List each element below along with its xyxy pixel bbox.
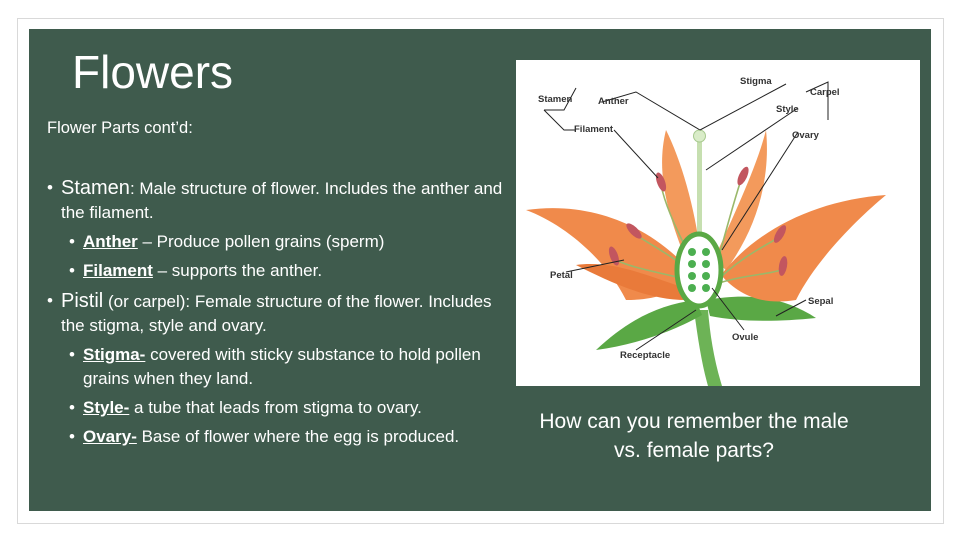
bullet-pistil: • Pistil (or carpel): Female structure o… [47,289,517,338]
label-style: Style [776,104,799,115]
question-text: How can you remember the male vs. female… [539,410,849,462]
label-receptacle: Receptacle [620,350,670,361]
bullet-anther: • Anther – Produce pollen grains (sperm) [47,230,517,254]
bullet-dot: • [69,398,75,417]
bullet-list: • Stamen: Male structure of flower. Incl… [47,176,517,454]
anther-term: Anther [83,232,138,251]
pistil-desc: (or carpel): Female structure of the flo… [61,292,492,335]
slide-title: Flowers [72,46,234,98]
bullet-style: • Style- a tube that leads from stigma t… [47,396,517,420]
stigma-term: Stigma- [83,345,146,364]
bullet-stamen: • Stamen: Male structure of flower. Incl… [47,176,517,225]
stamen-term: Stamen [61,177,130,199]
label-ovule: Ovule [732,332,758,343]
bullet-filament: • Filament – supports the anther. [47,259,517,283]
sepal-left-shape [596,300,702,350]
label-carpel: Carpel [810,87,840,98]
bullet-dot: • [69,261,75,280]
bullet-dot: • [47,178,53,197]
ovary-desc: Base of flower where the egg is produced… [136,427,460,446]
label-petal: Petal [550,270,573,281]
style-shape [697,140,702,240]
bullet-stigma: • Stigma- covered with sticky substance … [47,343,517,391]
slide-subtitle: Flower Parts cont’d: [47,119,193,137]
sepal-right-shape [706,296,816,321]
stem-shape [694,310,722,386]
petal-lower-left-shape [576,264,686,300]
slide: Flowers Flower Parts cont’d: • Stamen: M… [29,29,931,511]
pistil-term: Pistil [61,290,104,312]
bullet-dot: • [69,232,75,251]
petal-right-shape [721,195,886,302]
ovary-term: Ovary- [83,427,137,446]
label-ovary: Ovary [792,130,820,141]
style-term: Style- [83,398,130,417]
anthers [608,166,788,276]
label-anther: Anther [598,96,629,107]
label-stamen: Stamen [538,94,573,105]
label-filament: Filament [574,124,614,135]
label-stigma: Stigma [740,76,772,87]
bullet-dot: • [69,427,75,446]
bullet-dot: • [47,291,53,310]
ovules [688,248,710,292]
leader-lines [543,81,829,351]
stamen-desc: : Male structure of flower. Includes the… [61,179,503,222]
label-sepal: Sepal [808,296,833,307]
ovary-shape [674,231,724,309]
petal-back-right-shape [714,130,767,270]
flower-diagram: Stamen Anther Filament Stigma Carpel Sty… [516,60,920,386]
anther-desc: – Produce pollen grains (sperm) [137,232,385,251]
style-desc: a tube that leads from stigma to ovary. [129,398,422,417]
flower-diagram-svg: Stamen Anther Filament Stigma Carpel Sty… [526,76,886,386]
bullet-dot: • [69,345,75,364]
stigma-shape [693,129,706,143]
petal-back-left-shape [662,130,701,260]
filament-term: Filament [83,261,153,280]
stigma-desc: covered with sticky substance to hold po… [83,345,481,388]
bullet-ovary: • Ovary- Base of flower where the egg is… [47,425,517,449]
filament-desc: – supports the anther. [152,261,323,280]
